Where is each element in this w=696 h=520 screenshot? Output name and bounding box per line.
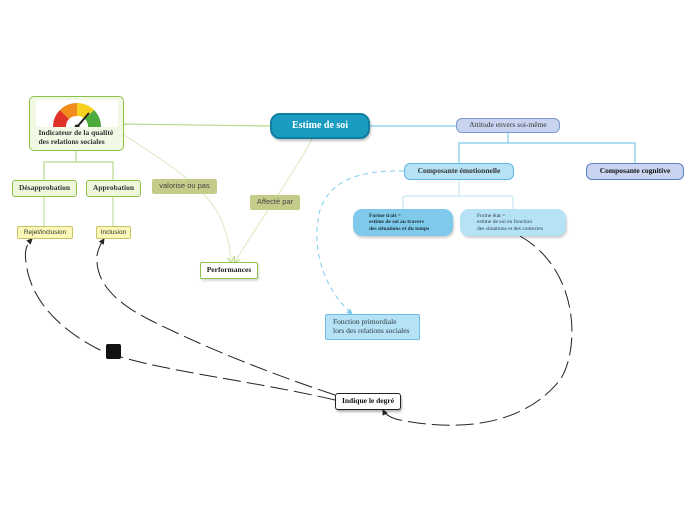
root-node-estime-de-soi[interactable]: Estime de soi xyxy=(270,113,370,139)
connector-handle[interactable] xyxy=(106,344,121,359)
composante-cognitive-node[interactable]: Composante cognitive xyxy=(586,163,684,180)
gauge-label: Indicateur de la qualité des relations s… xyxy=(38,128,114,146)
performances-node[interactable]: Performances xyxy=(200,262,258,279)
gauge-node[interactable]: Indicateur de la qualité des relations s… xyxy=(29,96,124,151)
relation-label-affecte[interactable]: Affecté par xyxy=(250,195,300,210)
inclusion-node[interactable]: Inclusion xyxy=(96,226,131,239)
gauge-dial-graphic xyxy=(52,102,101,127)
gauge-icon xyxy=(35,100,118,127)
composante-emotionnelle-node[interactable]: Composante émotionnelle xyxy=(404,163,514,180)
edge-indique-inclusion xyxy=(96,238,336,396)
edge-etat-indique xyxy=(382,235,573,426)
edge-root-gauge xyxy=(123,123,271,127)
forme-etat-node[interactable]: Forme état = estime de soi en fonction d… xyxy=(460,209,566,236)
edge-indique-rejet xyxy=(24,238,336,401)
approbation-node[interactable]: Approbation xyxy=(86,180,141,197)
relation-label-valorise[interactable]: valorise ou pas xyxy=(152,179,217,194)
edge-emotion-fonction xyxy=(316,170,405,315)
edge-gauge-performances xyxy=(123,134,231,262)
forme-trait-node[interactable]: Forme trait = estime de soi au travers d… xyxy=(353,209,453,236)
rejet-inclusion-node[interactable]: Rejet/inclusion xyxy=(17,226,73,239)
edge-attitude-children xyxy=(458,133,636,163)
indique-degre-node[interactable]: Indique le degré xyxy=(335,393,401,410)
attitude-node[interactable]: Attitude envers soi-même xyxy=(456,118,560,133)
fonction-primordiale-node[interactable]: Fonction primordiale lors des relations … xyxy=(325,314,420,340)
desapprobation-node[interactable]: Désapprobation xyxy=(12,180,77,197)
edge-gauge-children xyxy=(43,151,114,180)
edge-emotion-children xyxy=(402,180,514,209)
